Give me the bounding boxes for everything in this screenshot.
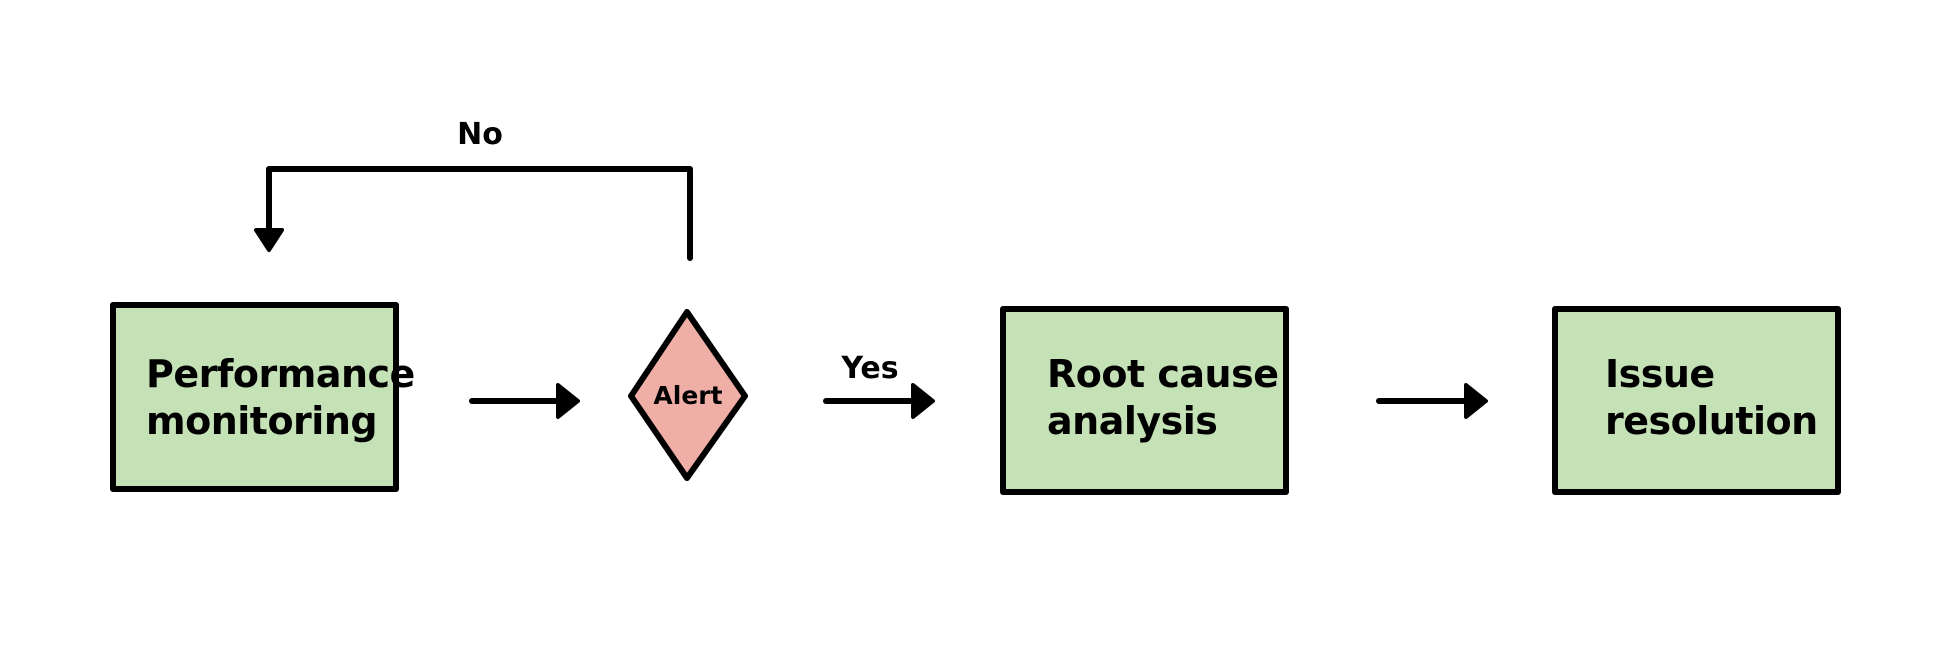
- node-issue-resolution-box: [1552, 306, 1841, 495]
- node-issue-resolution-line2: resolution: [1605, 399, 1818, 443]
- arrow-analysis-to-resolution: [1376, 383, 1488, 419]
- node-alert-diamond: [628, 309, 748, 481]
- edge-label-yes: Yes: [840, 351, 898, 386]
- node-root-cause-analysis-line2: analysis: [1047, 399, 1217, 443]
- node-alert-label: Alert: [653, 381, 722, 410]
- edge-alert-yes: Yes: [823, 351, 935, 419]
- edge-alert-no-loop: No: [254, 117, 693, 261]
- node-performance-monitoring-line1: Performance: [146, 352, 415, 396]
- node-issue-resolution: Issue resolution: [1552, 306, 1841, 495]
- node-alert-decision: Alert: [628, 309, 748, 481]
- node-root-cause-analysis: Root cause analysis: [1000, 306, 1289, 495]
- arrow-monitoring-to-alert: [469, 383, 580, 419]
- edge-label-no: No: [457, 117, 503, 152]
- node-performance-monitoring: Performance monitoring: [110, 302, 415, 492]
- node-issue-resolution-line1: Issue: [1605, 352, 1715, 396]
- node-root-cause-analysis-line1: Root cause: [1047, 352, 1278, 396]
- node-root-cause-analysis-box: [1000, 306, 1289, 495]
- node-performance-monitoring-line2: monitoring: [146, 399, 377, 443]
- node-performance-monitoring-box: [110, 302, 399, 492]
